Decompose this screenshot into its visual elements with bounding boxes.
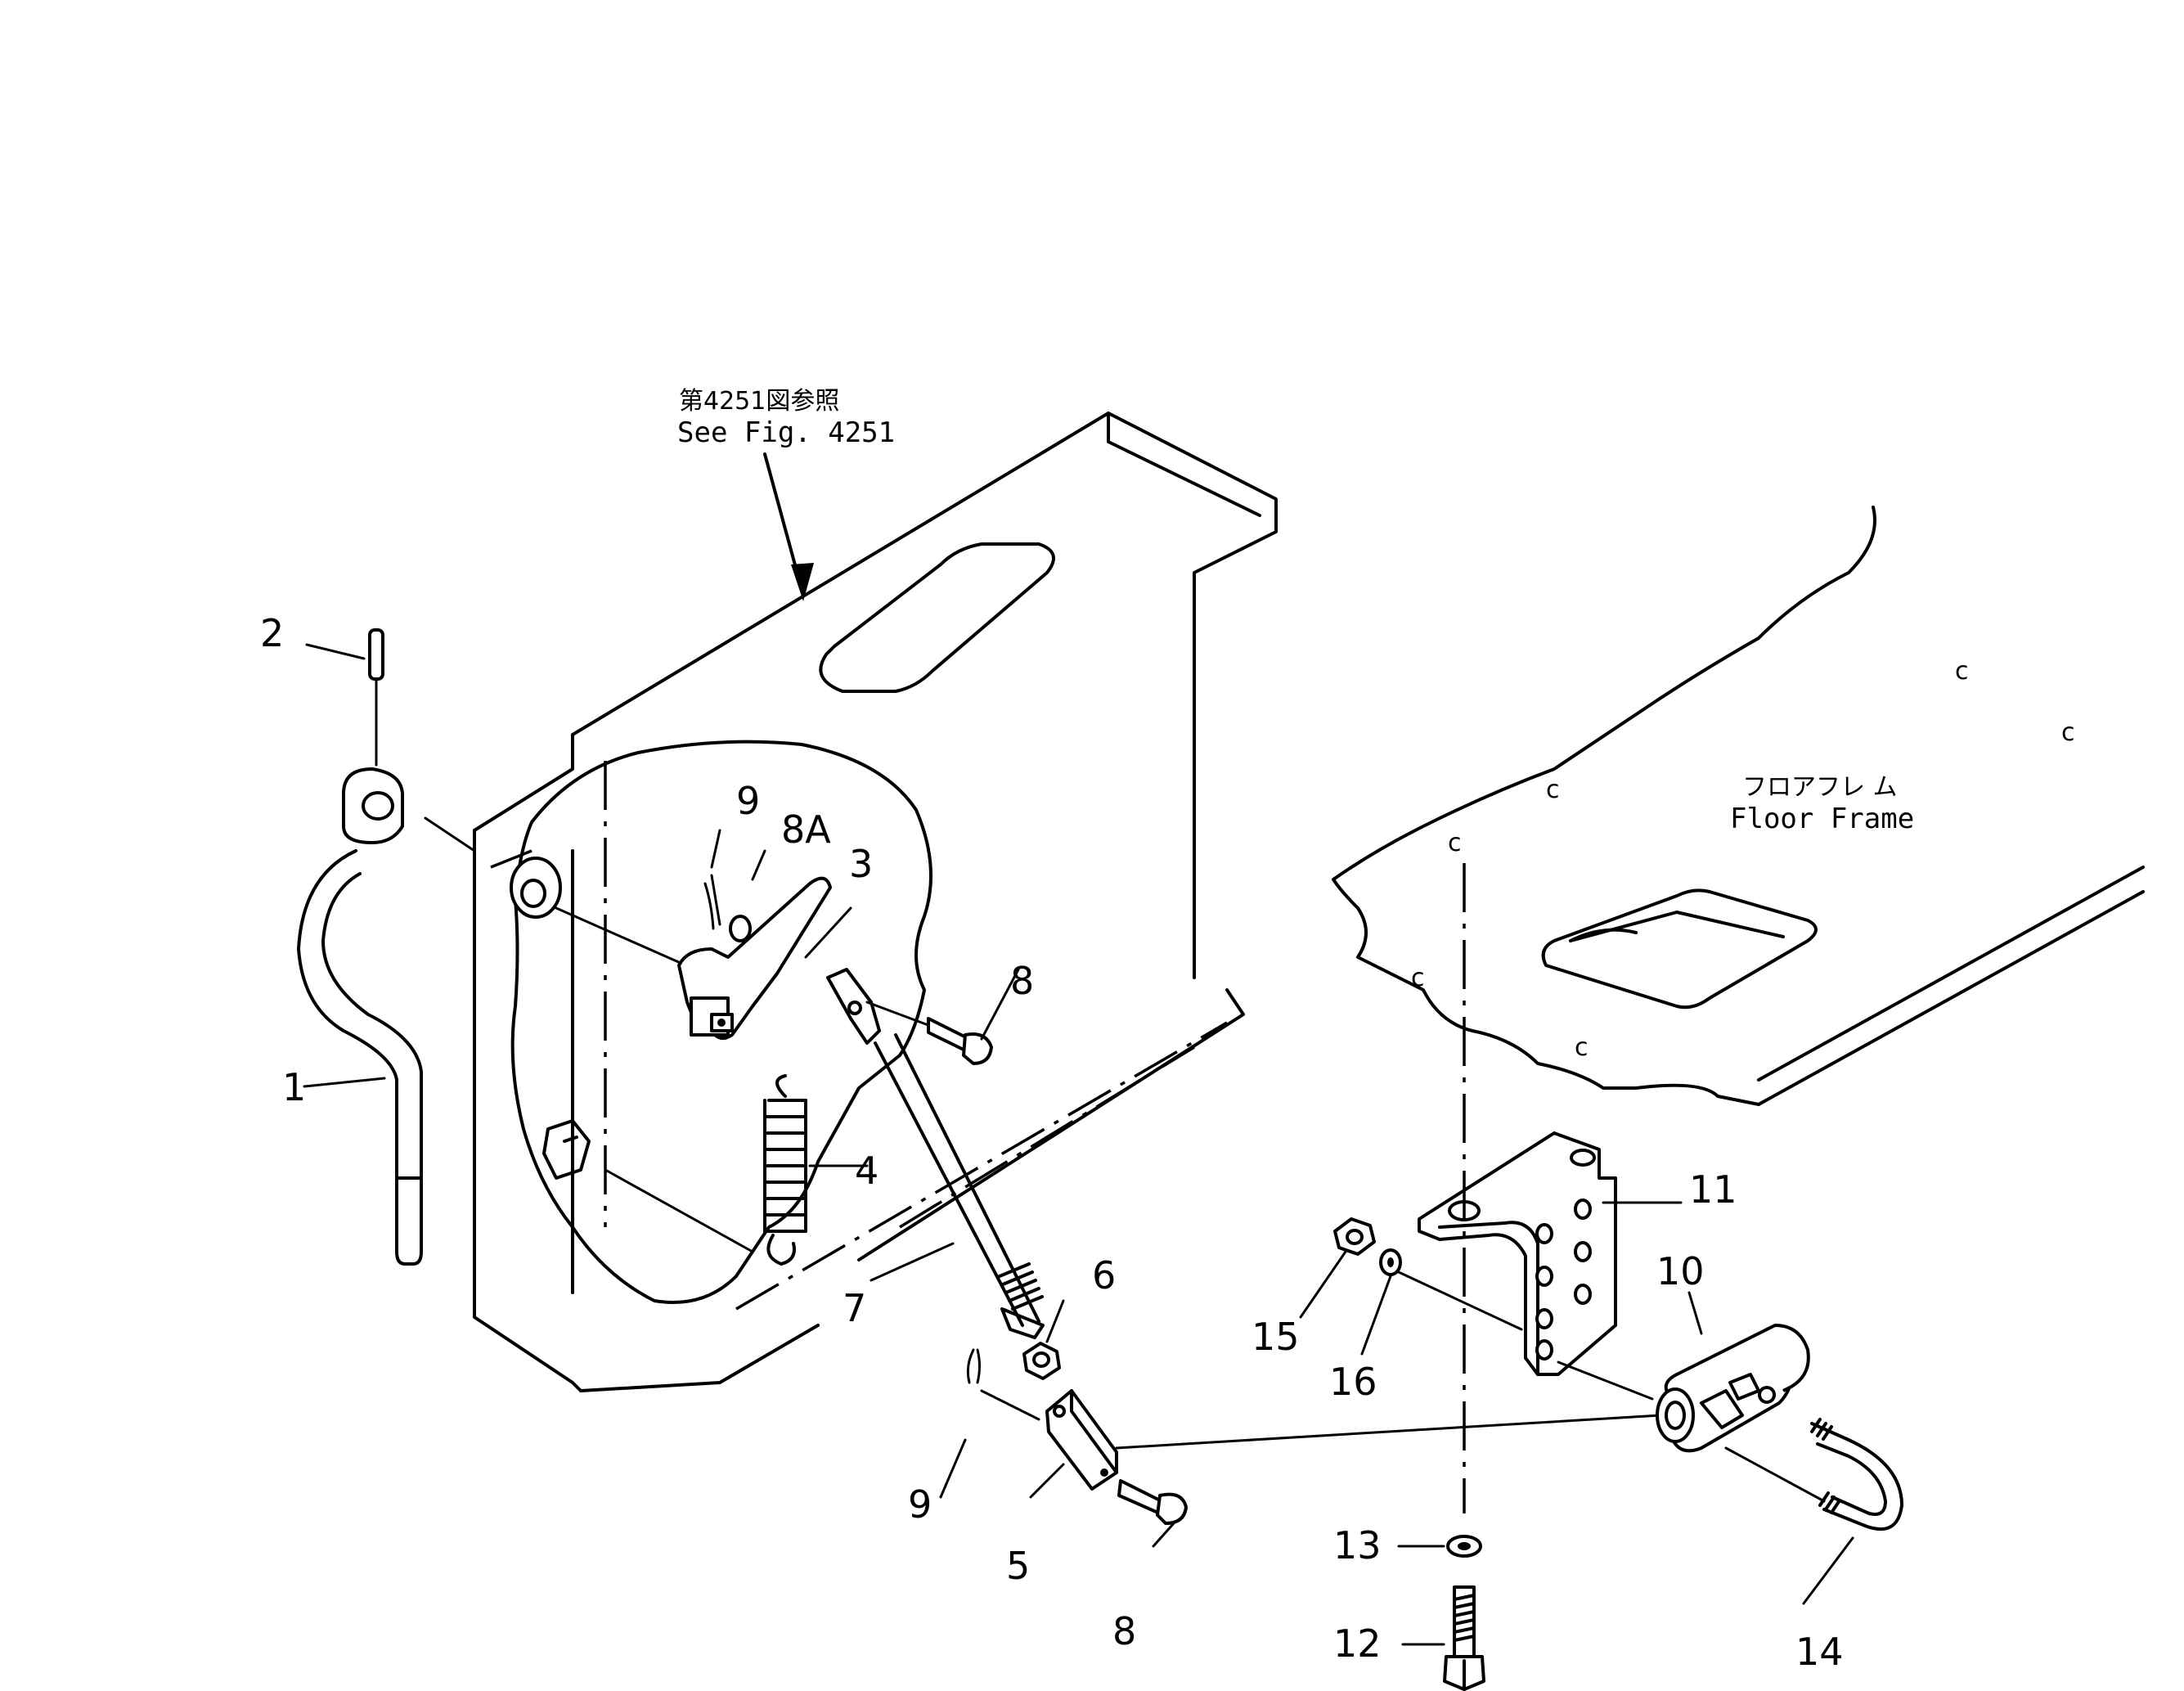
frame-body [424, 412, 1278, 1392]
floor-frame-label-jp: フロアフレ ム [1742, 773, 1898, 802]
callout-1: 1 [282, 1065, 306, 1109]
svg-text:c: c [1575, 1033, 1589, 1062]
callout-9-top: 9 [736, 779, 760, 823]
floor-frame-label-en: Floor Frame [1730, 803, 1914, 835]
callout-2: 2 [260, 611, 284, 655]
bolt-lower [1117, 1479, 1188, 1525]
callout-14: 14 [1795, 1630, 1844, 1674]
reference-note-en: See Fig. 4251 [677, 416, 895, 449]
callout-7: 7 [843, 1286, 866, 1330]
callout-10: 10 [1656, 1249, 1705, 1293]
callout-5: 5 [1006, 1544, 1030, 1588]
callout-8A: 8A [781, 807, 831, 852]
nut-6 [1022, 1342, 1061, 1380]
spring-pin [368, 628, 384, 767]
clevis-block [966, 1348, 1662, 1491]
lever-rod [297, 767, 423, 1266]
callout-8-bottom: 8 [1112, 1609, 1136, 1653]
arm-assembly [555, 874, 881, 1045]
svg-text:c: c [1955, 657, 1969, 686]
callout-15: 15 [1252, 1315, 1300, 1359]
callout-6: 6 [1092, 1253, 1116, 1297]
nut-15 [1333, 1217, 1376, 1256]
svg-text:c: c [1411, 964, 1425, 992]
callout-4: 4 [855, 1149, 879, 1193]
callout-13: 13 [1333, 1523, 1382, 1567]
bolt-upper [865, 1001, 993, 1065]
callout-8-top: 8 [1010, 959, 1034, 1003]
callout-11: 11 [1689, 1167, 1737, 1212]
tension-spring [763, 1074, 807, 1266]
svg-text:c: c [2061, 718, 2075, 747]
floor-frame: c c c c c c [1332, 506, 2145, 1106]
svg-text:c: c [1546, 776, 1560, 804]
washer-16 [1379, 1248, 1402, 1276]
mounting-bracket [1397, 1131, 1654, 1401]
u-bolt [1810, 1418, 1903, 1531]
callout-9-bottom: 9 [908, 1482, 932, 1527]
callout-3: 3 [849, 842, 873, 886]
washer-13 [1446, 1535, 1482, 1558]
reference-arrowhead [791, 563, 814, 601]
svg-text:c: c [1448, 829, 1462, 857]
reference-note-jp: 第4251図参照 [679, 387, 839, 416]
bolt-12 [1443, 1585, 1485, 1691]
callout-12: 12 [1333, 1621, 1382, 1666]
control-rod [874, 1033, 1045, 1339]
callout-16: 16 [1329, 1360, 1377, 1404]
leader-lines [303, 643, 1854, 1646]
switch-cylinder [1656, 1324, 1826, 1503]
